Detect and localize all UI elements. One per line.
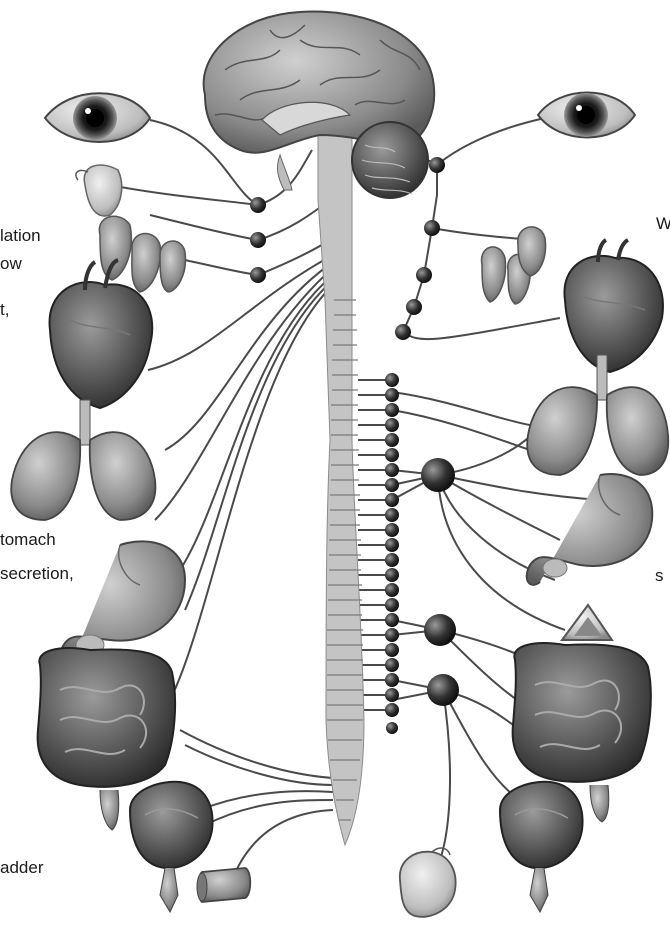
left-text-fragment-4: tomach	[0, 530, 56, 550]
right-eye-illustration	[538, 93, 635, 138]
spinal-cord	[318, 130, 364, 845]
left-salivary-glands-illustration	[99, 216, 185, 292]
right-testis-illustration	[400, 848, 456, 917]
left-text-fragment-1: lation	[0, 226, 41, 246]
left-lungs-illustration	[11, 400, 155, 520]
right-text-fragment-1: W	[656, 214, 670, 234]
right-heart-illustration	[564, 240, 663, 372]
left-text-fragment-2: ow	[0, 254, 22, 274]
parasympathetic-ganglia	[250, 197, 266, 283]
sympathetic-chain-ganglia	[385, 157, 445, 734]
left-genital-illustration	[197, 868, 250, 902]
right-bladder-illustration	[500, 782, 583, 912]
left-stomach-illustration	[59, 541, 185, 665]
right-lungs-illustration	[527, 355, 668, 475]
right-stomach-illustration	[527, 474, 653, 585]
right-text-fragment-2: s	[655, 566, 664, 586]
left-text-fragment-5: secretion,	[0, 564, 74, 584]
right-gland-triangle-illustration	[562, 605, 612, 640]
left-lacrimal-gland-illustration	[76, 165, 122, 216]
left-text-fragment-6: adder	[0, 858, 43, 878]
left-eye-illustration	[45, 93, 150, 142]
left-text-fragment-3: t,	[0, 300, 9, 320]
